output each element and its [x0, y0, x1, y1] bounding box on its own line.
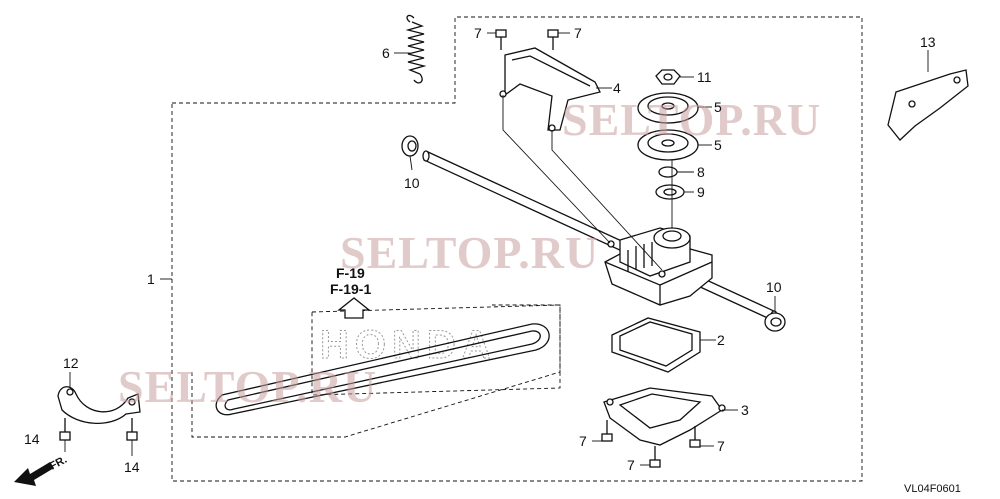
drive-belt [215, 323, 550, 416]
pulley-upper [637, 92, 699, 124]
support-bracket [887, 69, 969, 141]
bracket [499, 47, 601, 132]
oil-seal-left [401, 135, 419, 157]
callout-7-top-right: 7 [574, 25, 582, 41]
leader-lines [64, 32, 929, 466]
bottom-cover [603, 387, 726, 446]
callout-7-lower-left: 7 [579, 433, 587, 449]
bolt-7e [649, 446, 661, 468]
callout-1: 1 [147, 271, 155, 287]
gasket [611, 317, 701, 373]
washer [658, 166, 678, 178]
callout-7-lower-right: 7 [717, 438, 725, 454]
watermark-top: SELTOP.RU [562, 94, 821, 145]
callout-3: 3 [741, 402, 749, 418]
front-direction-label: FR. [48, 454, 69, 473]
belt-guide-outline [191, 304, 561, 438]
callout-5-upper: 5 [714, 99, 722, 115]
callout-2: 2 [717, 332, 725, 348]
transmission-housing [604, 227, 713, 306]
callout-8: 8 [697, 164, 705, 180]
watermark-middle: SELTOP.RU [340, 227, 599, 278]
callout-14-right: 14 [124, 459, 140, 475]
reference-secondary: F-19-1 [330, 281, 371, 297]
bolt-14a [59, 418, 71, 441]
nut [655, 69, 681, 85]
callout-12: 12 [63, 355, 79, 371]
callout-11: 11 [697, 69, 712, 85]
callout-10-left: 10 [404, 175, 420, 191]
pulley-lower [637, 129, 699, 161]
callout-5-lower: 5 [714, 137, 722, 153]
spring [405, 14, 427, 84]
reference-arrow-icon [337, 297, 371, 319]
bolt-14b [126, 418, 138, 441]
bolt-7d [689, 426, 701, 448]
front-direction-arrow-icon [14, 462, 54, 486]
callout-7-bottom: 7 [627, 457, 635, 473]
bearing [655, 184, 685, 200]
callout-10-right: 10 [766, 279, 782, 295]
bolt-7a [495, 29, 507, 50]
diagram-code: VL04F0601 [904, 483, 961, 495]
bolt-7b [547, 29, 559, 50]
callout-7-top-left: 7 [474, 25, 482, 41]
callout-9: 9 [697, 184, 705, 200]
reference-primary: F-19 [336, 265, 365, 281]
bolt-7c [601, 420, 613, 442]
callout-4: 4 [613, 80, 621, 96]
assembly-outline [171, 16, 863, 482]
watermark-bottom: SELTOP.RU [118, 361, 377, 412]
callout-14-left: 14 [24, 431, 40, 447]
oil-seal-right [764, 312, 786, 332]
cable-stay [57, 386, 141, 425]
callout-6: 6 [382, 45, 390, 61]
callout-13: 13 [920, 34, 936, 50]
